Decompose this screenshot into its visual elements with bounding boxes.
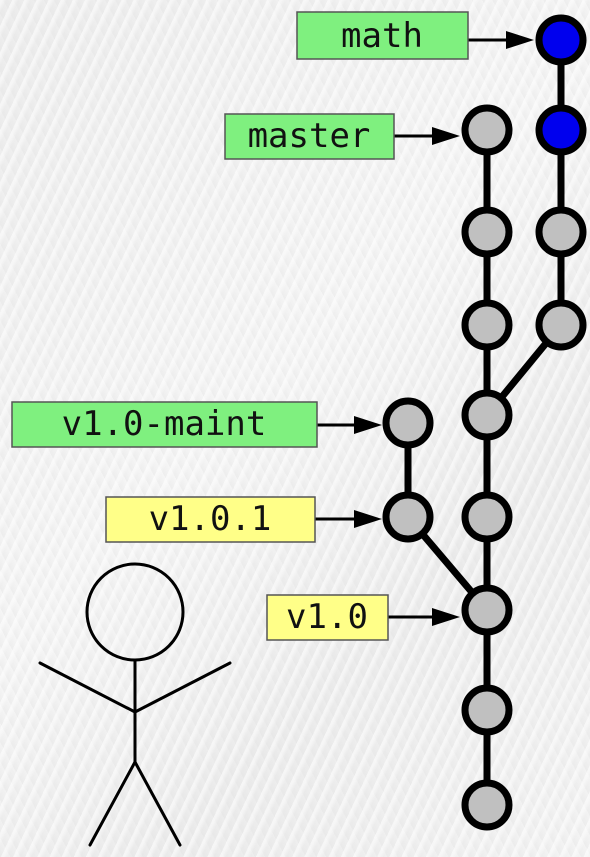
stick-figure-head xyxy=(85,562,185,662)
stick-figure-leg-right xyxy=(133,760,182,847)
ref-label-v10-text: v1.0 xyxy=(286,597,368,637)
commit-master-root xyxy=(461,779,513,831)
commit-master-2 xyxy=(461,206,513,258)
ref-label-master: master xyxy=(224,113,395,160)
stick-figure-arm-left xyxy=(38,661,137,714)
commit-math-3 xyxy=(535,206,587,258)
ref-label-v101-text: v1.0.1 xyxy=(149,499,272,539)
ref-label-maint: v1.0-maint xyxy=(11,401,318,448)
arrow-master xyxy=(394,127,460,145)
ref-label-master-text: master xyxy=(248,116,371,156)
commit-math-4 xyxy=(535,299,587,351)
commit-master-head xyxy=(461,104,513,156)
stick-figure-leg-left xyxy=(88,760,137,847)
ref-arrows xyxy=(315,31,534,626)
commit-maint-head xyxy=(382,397,434,449)
arrow-maint xyxy=(317,416,382,434)
commit-maint-v101 xyxy=(382,491,434,543)
commits xyxy=(382,14,587,831)
arrow-v101 xyxy=(315,510,382,528)
ref-label-v10: v1.0 xyxy=(266,594,389,641)
commit-master-3 xyxy=(461,299,513,351)
commit-master-v10 xyxy=(461,584,513,636)
arrow-math xyxy=(468,31,534,49)
commit-master-7 xyxy=(461,684,513,736)
commit-master-5 xyxy=(461,491,513,543)
ref-label-math: math xyxy=(296,11,469,60)
stick-figure-arm-right xyxy=(133,661,232,714)
ref-label-v101: v1.0.1 xyxy=(105,496,316,543)
stick-figure-icon xyxy=(38,562,232,847)
arrow-v10 xyxy=(388,608,460,626)
commit-math-2 xyxy=(535,104,587,156)
commit-master-merge-base xyxy=(461,389,513,441)
ref-label-math-text: math xyxy=(341,16,423,56)
commit-math-head xyxy=(535,14,587,66)
ref-label-maint-text: v1.0-maint xyxy=(62,404,267,444)
